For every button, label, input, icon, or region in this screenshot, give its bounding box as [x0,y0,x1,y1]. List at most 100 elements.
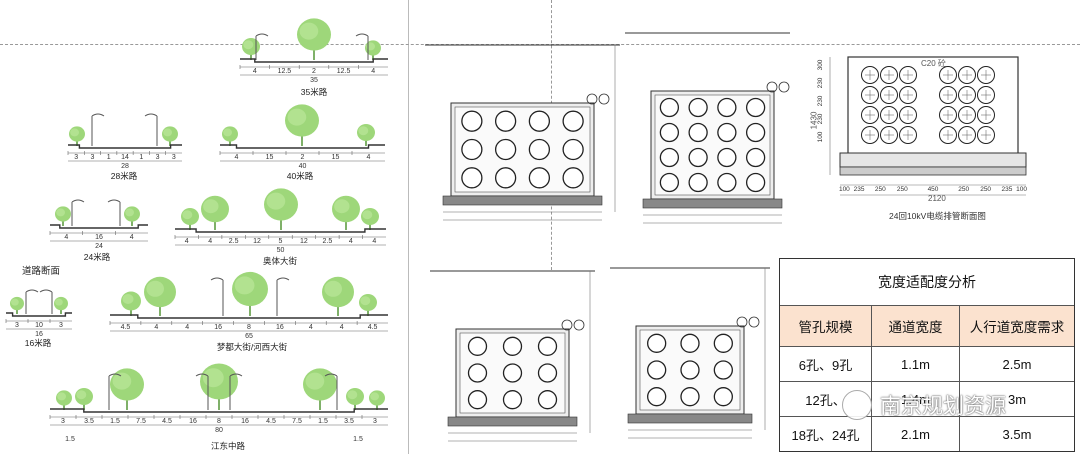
segment-label: 2.5 [323,238,333,245]
lamp-arm [255,33,269,37]
lamp-arm [39,289,53,293]
duct-bank-drawings [425,32,790,442]
segment-label: 4 [154,324,158,331]
road-profile-line [6,312,72,317]
duct-bank [430,270,595,442]
foundation-base [447,416,578,427]
tree-trunk [229,137,231,146]
tree-crown-highlight [360,296,371,306]
detail-bottom-dimension: 100 [1016,186,1027,193]
street-lamp-icon [324,373,338,410]
table-header-cell: 管孔规模 [780,306,872,346]
duct-pipe [467,363,488,383]
table-cell: 1.4m [872,382,960,416]
detail-side-dimension: 300 [817,59,824,70]
duct-pipe [562,110,584,132]
duct-pipe [502,390,523,410]
detail-bottom-dimension: 250 [897,186,908,193]
detail-bottom-dimension: 235 [854,186,865,193]
tree-crown-highlight [122,294,134,304]
vertical-divider [408,0,409,454]
duct-pipe [680,360,700,380]
segment-label: 4.5 [162,418,172,425]
duct-pipe [494,110,517,132]
segment-label: 16 [276,324,284,331]
tree-crown-highlight [146,280,164,297]
lamp-arm [324,373,338,377]
tree-icon [69,126,85,146]
segment-label: 3 [156,154,160,161]
lamp-arm [71,199,85,203]
duct-pipe [528,138,551,161]
segment-label: 8 [217,418,221,425]
tree-icon [361,207,379,230]
segment-label: 15 [332,154,340,161]
duct-pipe [562,167,584,189]
tree-crown-highlight [203,199,219,214]
total-width-label: 16 [35,331,43,338]
segment-label: 4 [185,324,189,331]
road-name-40: 40米路 [286,171,314,181]
table-cell: 18孔、24孔 [780,417,872,451]
tree-crown-highlight [358,126,369,136]
tree-trunk [76,137,78,146]
segment-label: 2 [301,154,305,161]
segment-label: 12.5 [337,68,351,75]
section-title: 道路断面 [22,266,61,277]
tree-crown-highlight [299,22,319,40]
lamp-arm [276,277,290,281]
segment-label: 14 [121,154,129,161]
tree-icon [303,368,337,410]
lamp-arm [107,199,121,203]
segment-label: 3 [172,154,176,161]
tree-trunk [376,401,378,410]
duct-pipe [688,97,708,118]
table-cell: 2.1m [872,417,960,451]
duct-pipe [688,122,708,143]
tree-icon [110,368,144,410]
tree-crown-highlight [56,208,65,217]
tree-trunk [369,220,371,230]
road-profile-line [240,58,388,63]
tree-trunk [131,217,133,226]
segment-label: 4 [130,234,134,241]
detail-bottom-dimension: 250 [875,186,886,193]
street-lamp-icon [71,199,85,226]
detail-caption: 24回10kV电缆排管断面图 [889,211,986,221]
width-analysis-table: 宽度适配度分析 管孔规模 通道宽度 人行道宽度需求 6孔、9孔 1.1m 2.5… [779,258,1075,452]
table-header-row: 管孔规模 通道宽度 人行道宽度需求 [780,306,1074,347]
segment-label: 3.5 [84,418,94,425]
duct-pipe [647,387,667,407]
street-lamp-icon [39,289,53,314]
segment-label: 2.5 [229,238,239,245]
tree-icon [200,363,238,410]
segment-label: 4 [340,324,344,331]
table-row: 12孔、 1.4m 3m [780,382,1074,417]
detail-side-dimension: 230 [817,113,824,124]
segment-label: 4 [367,154,371,161]
wechat-icon [842,390,872,420]
street-lamp-icon [229,373,243,410]
duct-bank [610,267,770,439]
tree-trunk [345,214,347,230]
tree-icon [54,296,68,314]
small-pipe [766,81,778,93]
segment-label: 8 [247,324,251,331]
tree-crown-highlight [324,280,343,297]
segment-label: 16 [189,418,197,425]
tree-crown-highlight [163,128,173,137]
small-pipe [561,319,573,331]
total-width-label: 65 [245,333,253,340]
table-title: 宽度适配度分析 [780,259,1074,306]
duct-pipe [461,167,483,189]
small-pipe [586,93,598,105]
segment-label: 12 [253,238,261,245]
duct-pipe [659,147,680,168]
duct-pipe [659,122,680,143]
tree-crown-highlight [223,128,233,137]
